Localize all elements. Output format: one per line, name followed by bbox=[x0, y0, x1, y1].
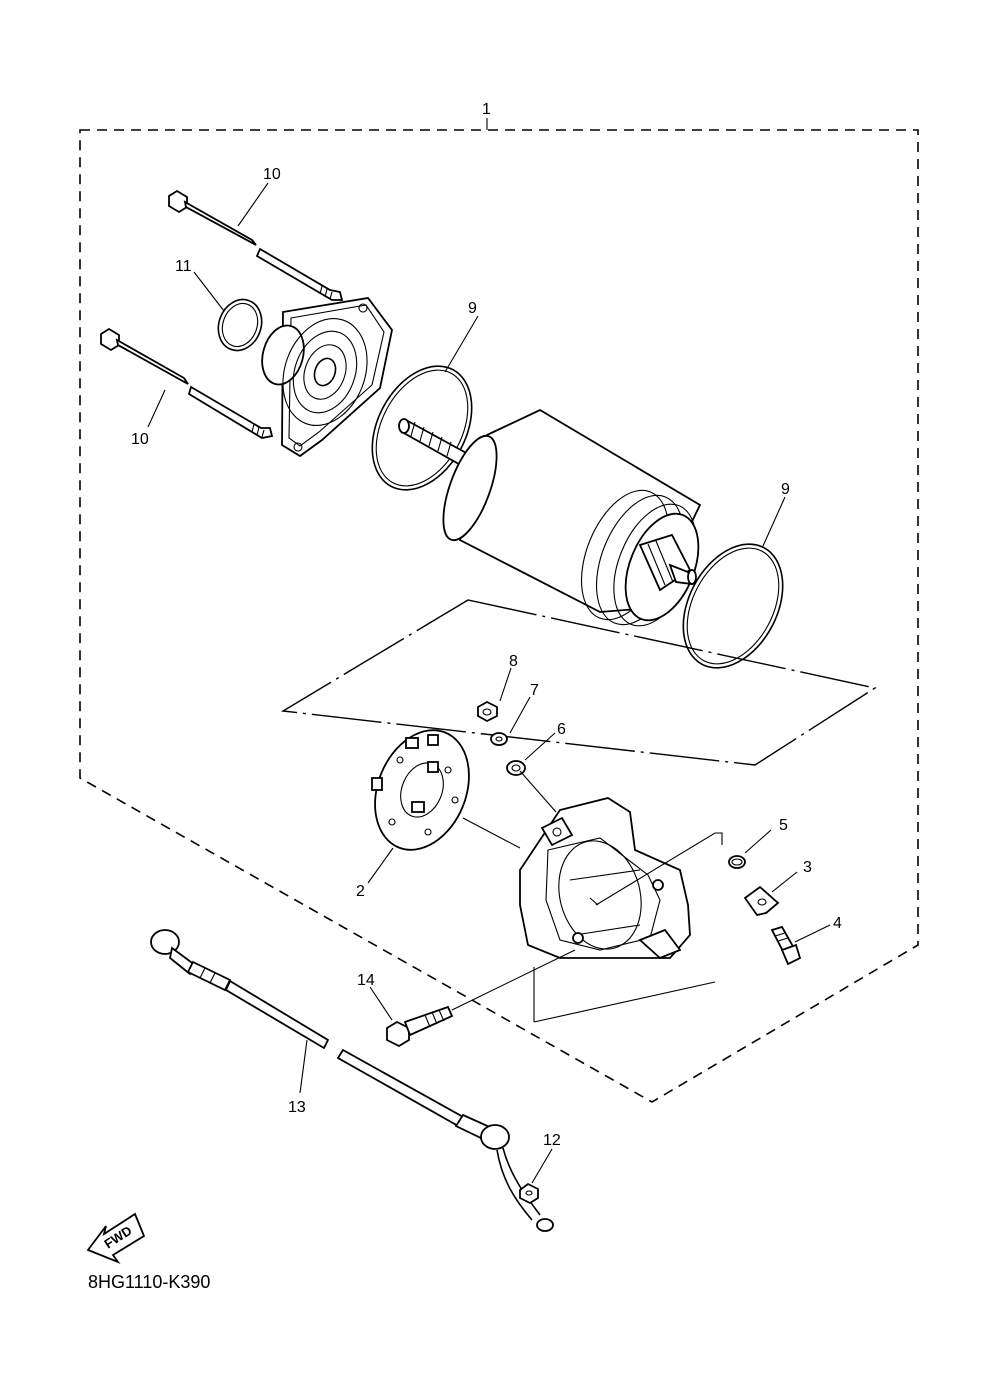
nut-8 bbox=[477, 700, 498, 723]
o-ring-9-lower bbox=[682, 543, 784, 669]
callout-8: 8 bbox=[509, 653, 518, 670]
callout-9-upper: 9 bbox=[468, 300, 477, 317]
front-cover bbox=[261, 297, 393, 458]
starter-cable-13 bbox=[150, 929, 554, 1232]
washer-7 bbox=[490, 732, 508, 746]
callout-3: 3 bbox=[803, 859, 812, 876]
rear-cover bbox=[519, 797, 691, 960]
mounting-plane-outline bbox=[280, 599, 877, 766]
callout-1: 1 bbox=[482, 101, 491, 118]
callout-11: 11 bbox=[175, 258, 192, 275]
callout-6: 6 bbox=[557, 721, 566, 738]
nut-12 bbox=[519, 1182, 539, 1205]
callout-12: 12 bbox=[543, 1132, 561, 1149]
callout-5: 5 bbox=[779, 817, 788, 834]
o-ring-9-upper bbox=[371, 365, 473, 491]
through-bolt-lower bbox=[100, 327, 274, 439]
o-ring-11 bbox=[217, 298, 263, 352]
callout-14: 14 bbox=[357, 972, 375, 989]
callout-9-lower: 9 bbox=[781, 481, 790, 498]
assembly-boundary bbox=[79, 129, 919, 1103]
screw-4 bbox=[770, 925, 802, 966]
callout-13: 13 bbox=[288, 1099, 306, 1116]
fwd-arrow-icon: FWD bbox=[86, 1212, 146, 1264]
diagram-code: 8HG1110-K390 bbox=[88, 1272, 210, 1292]
o-ring-5 bbox=[728, 855, 746, 869]
callout-10-lower: 10 bbox=[131, 431, 149, 448]
bolt-14 bbox=[386, 1005, 454, 1048]
callout-4: 4 bbox=[833, 915, 842, 932]
callout-10-upper: 10 bbox=[263, 166, 281, 183]
callout-7: 7 bbox=[530, 682, 539, 699]
callout-2: 2 bbox=[356, 883, 365, 900]
clip-3 bbox=[743, 885, 780, 917]
brush-plate bbox=[371, 729, 470, 851]
motor-yoke bbox=[442, 408, 702, 627]
through-bolt-upper bbox=[168, 189, 344, 301]
